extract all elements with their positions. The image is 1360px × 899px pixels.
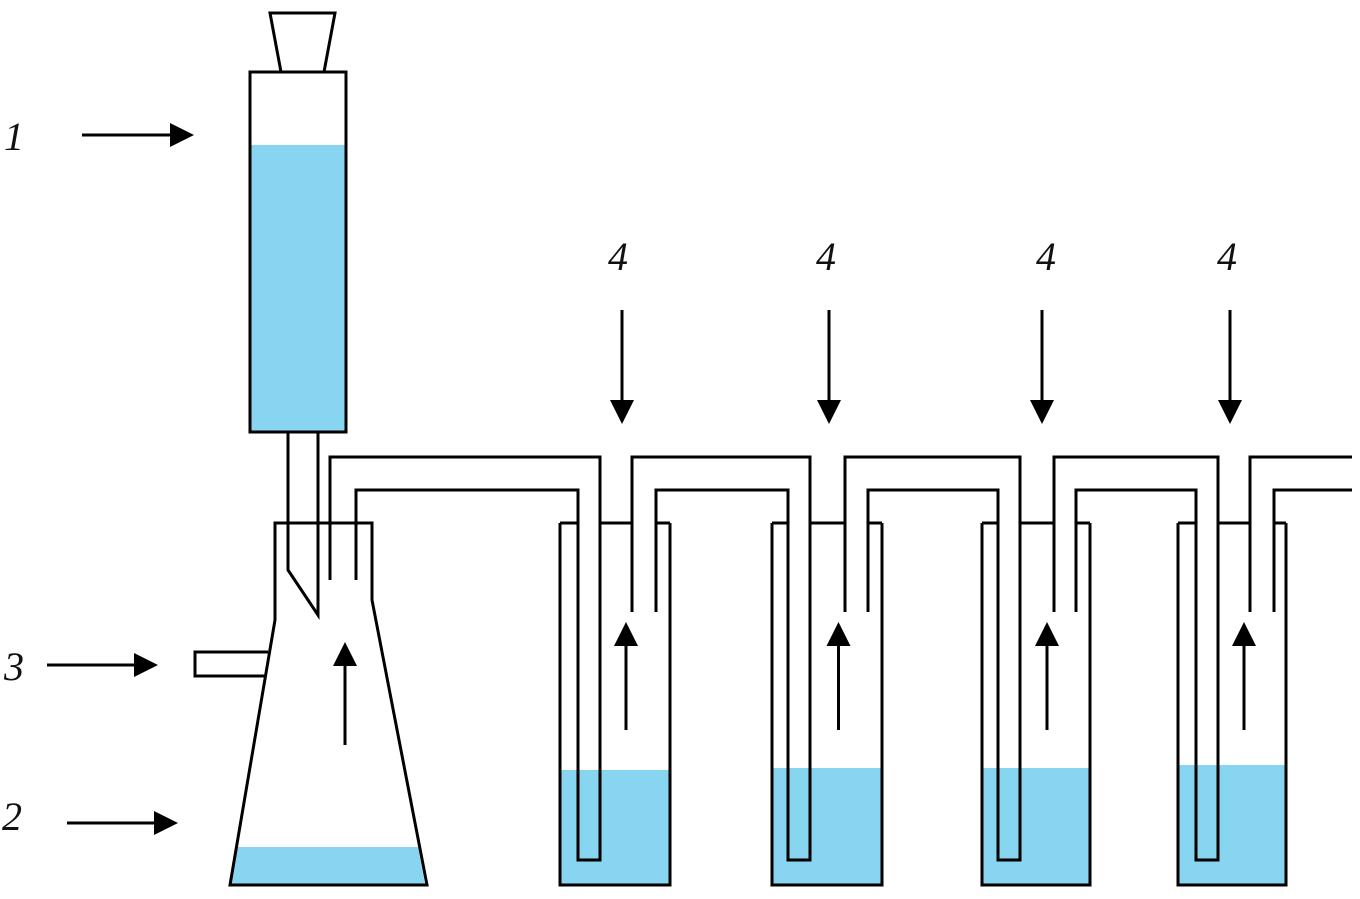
absorber-bottle — [1176, 521, 1288, 887]
gas-tube — [843, 455, 1022, 862]
label-3: 3 — [3, 644, 24, 689]
label-4: 4 — [1036, 234, 1056, 279]
gas-tube — [1052, 455, 1220, 862]
bottle-liquid — [773, 768, 881, 885]
outlet-tube — [1248, 455, 1352, 612]
connecting-tubes — [328, 455, 1352, 862]
reaction-flask — [193, 521, 429, 887]
absorber-bottle — [558, 521, 672, 887]
absorber-bottle — [980, 521, 1092, 887]
flask-body — [228, 521, 429, 887]
flask-liquid — [231, 847, 425, 885]
label-4: 4 — [608, 234, 628, 279]
absorber-bottle — [770, 521, 884, 887]
flask-side-arm — [193, 650, 268, 678]
label-2: 2 — [2, 794, 22, 839]
dropping-funnel — [248, 11, 348, 620]
arrows — [47, 123, 1256, 835]
label-4: 4 — [816, 234, 836, 279]
gas-tube — [630, 455, 812, 862]
funnel-liquid — [251, 145, 345, 432]
gas-tube — [328, 455, 602, 862]
bottle-liquid — [983, 768, 1089, 885]
label-1: 1 — [4, 114, 24, 159]
funnel-body — [248, 70, 348, 434]
funnel-stopper — [268, 11, 337, 74]
label-4: 4 — [1217, 234, 1237, 279]
absorber-bottles — [558, 521, 1288, 887]
